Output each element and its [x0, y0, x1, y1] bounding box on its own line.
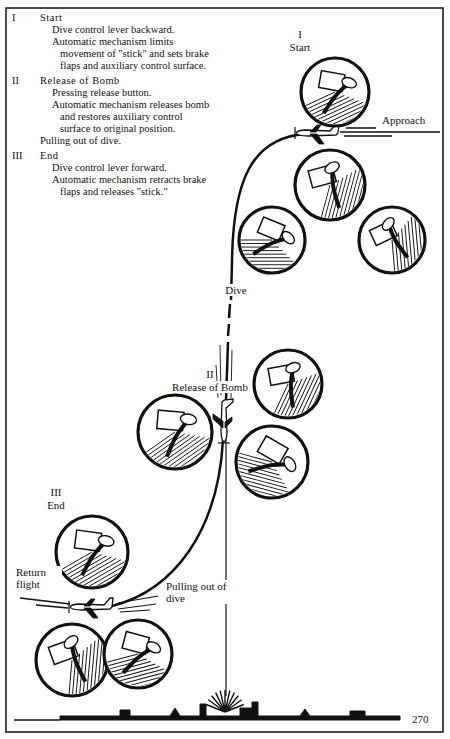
inset-border — [239, 207, 305, 273]
phase-label: Dive — [223, 284, 248, 296]
pilot-hand — [380, 215, 396, 232]
inset-border — [359, 207, 425, 273]
instruction-text: Pressing release button. — [12, 87, 212, 99]
page-number: 270 — [410, 713, 431, 725]
inset-hatching — [256, 362, 361, 428]
section-heading: End — [40, 150, 58, 161]
approach-streaks — [340, 128, 440, 136]
speed-streaks — [118, 596, 158, 612]
detail-inset — [254, 350, 361, 428]
detail-inset — [223, 426, 308, 541]
flight-path — [231, 134, 305, 300]
return-streaks — [20, 598, 70, 608]
stage-numeral: II — [204, 368, 215, 380]
inset-sketch — [48, 530, 160, 605]
pilot-hand — [62, 633, 81, 651]
instruction-column: IStartDive control lever backward.Automa… — [12, 12, 212, 201]
aircraft-propeller — [294, 127, 295, 139]
bomb-explosion — [206, 690, 244, 712]
section-heading-row: IIRelease of Bomb — [12, 75, 212, 87]
aircraft-dive — [213, 399, 233, 443]
inset-border — [56, 516, 128, 588]
section-numeral: I — [12, 12, 40, 24]
instruction-text: Automatic mechanism releases bomb and re… — [12, 99, 212, 135]
inset-border — [301, 58, 369, 126]
aircraft-wing — [310, 125, 324, 144]
section-heading: Release of Bomb — [40, 75, 120, 86]
stage-label: Release of Bomb — [170, 381, 250, 393]
ground-skyline — [14, 702, 400, 720]
inset-sketch — [300, 153, 404, 233]
phase-label: Approach — [380, 114, 427, 126]
detail-inset — [359, 190, 450, 286]
pilot-hand — [323, 160, 341, 176]
instruction-text: Dive control lever backward. — [12, 24, 212, 36]
pilot-hand — [284, 361, 301, 375]
inset-border — [104, 620, 172, 688]
detail-inset — [295, 150, 404, 233]
section-heading-row: IStart — [12, 12, 212, 24]
phase-label: Pulling out of dive — [164, 580, 230, 604]
section-numeral: II — [12, 75, 40, 87]
aircraft-wing — [213, 414, 232, 428]
pilot-hand — [282, 455, 299, 474]
stage-label: Start — [288, 41, 313, 53]
inset-sketch — [223, 431, 307, 541]
instruction-text: Automatic mechanism limits movement of "… — [12, 36, 212, 72]
aircraft-propeller — [68, 601, 69, 613]
inset-sketch — [291, 71, 396, 147]
detail-inset — [92, 620, 195, 716]
inset-sketch — [132, 410, 244, 480]
inset-border — [236, 426, 308, 498]
page-frame — [6, 8, 443, 732]
instruction-text: Dive control lever forward. — [12, 162, 212, 174]
stage-numeral: I — [296, 28, 304, 40]
instruction-section: IStartDive control lever backward.Automa… — [12, 12, 212, 72]
pilot-hand — [280, 229, 297, 246]
section-numeral: III — [12, 150, 40, 162]
aircraft-return — [69, 598, 113, 618]
pilot-hand — [341, 76, 358, 90]
instruction-section: IIIEndDive control lever forward.Automat… — [12, 150, 212, 198]
instruction-section: IIRelease of BombPressing release button… — [12, 75, 212, 147]
inset-hatching — [223, 431, 307, 541]
aircraft-wing — [84, 599, 98, 618]
stage-label: End — [45, 499, 67, 511]
instruction-text: Pulling out of dive. — [12, 135, 212, 147]
inset-border — [36, 624, 108, 696]
aircraft-propeller — [218, 442, 230, 443]
inset-border — [254, 350, 322, 418]
pilot-hand — [180, 413, 198, 426]
inset-border — [295, 150, 365, 220]
detail-inset — [48, 516, 160, 605]
instruction-text: Automatic mechanism retracts brake flaps… — [12, 174, 212, 198]
inset-border — [138, 395, 212, 469]
detail-inset — [291, 58, 396, 146]
pilot-hand — [97, 534, 115, 548]
bomb-trajectory — [225, 440, 226, 696]
inset-sketch — [256, 361, 361, 428]
section-heading-row: IIIEnd — [12, 150, 212, 162]
inset-hatching — [300, 153, 404, 233]
inset-hatching — [132, 426, 244, 481]
pilot-hand — [145, 639, 163, 655]
phase-label: Return flight — [14, 566, 62, 590]
detail-inset — [132, 395, 244, 481]
section-heading: Start — [40, 12, 62, 23]
stage-numeral: III — [49, 486, 64, 498]
control-panel — [257, 217, 285, 241]
